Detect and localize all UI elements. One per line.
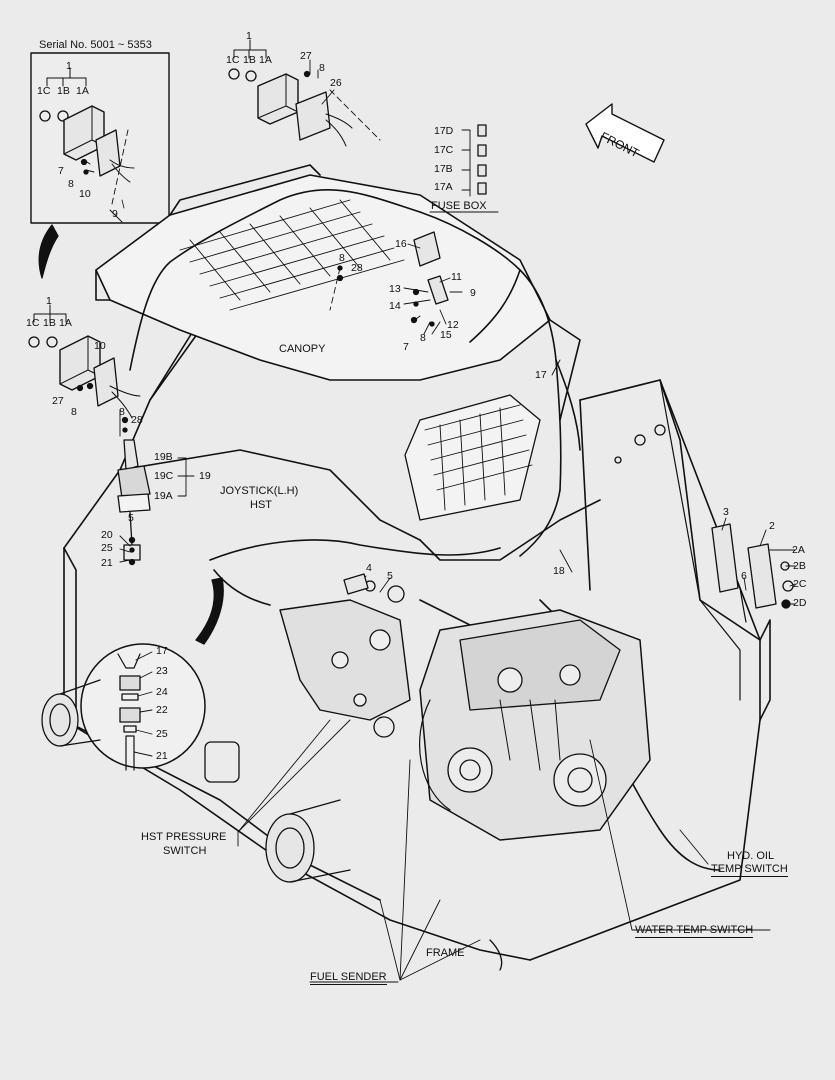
callout-top-27: 27 — [300, 50, 312, 62]
callout-inset-8: 8 — [68, 178, 74, 190]
callout-inset-1c: 1C — [37, 85, 51, 97]
callout-detail-17: 17 — [156, 645, 168, 657]
callout-inset-1a: 1A — [76, 85, 89, 97]
callout-inset-7: 7 — [58, 165, 64, 177]
fuse-box-label: FUSE BOX — [431, 200, 487, 212]
callout-8-left: 8 — [119, 406, 125, 418]
rear-lamp-assembly-top — [228, 39, 353, 147]
pipe-openings — [41, 679, 503, 971]
callout-left-1: 1 — [46, 295, 52, 307]
callout-detail-24: 24 — [156, 686, 168, 698]
canopy-label: CANOPY — [279, 343, 326, 355]
callout-8b: 8 — [420, 332, 426, 344]
side-panel — [579, 379, 741, 701]
callout-11: 11 — [451, 271, 462, 283]
side-switches — [711, 523, 794, 623]
callout-17b: 17B — [434, 163, 453, 175]
callout-2a: 2A — [792, 544, 805, 556]
callout-17a: 17A — [434, 181, 453, 193]
frame-label: FRAME — [426, 947, 465, 959]
hst-pressure-switch-label-1: HST PRESSURE — [141, 831, 227, 843]
callout-6: 6 — [741, 570, 747, 582]
callout-15: 15 — [440, 329, 452, 341]
inset-pointer-arrow — [38, 224, 59, 279]
callout-inset-9: 9 — [112, 208, 118, 220]
callout-19b: 19B — [154, 451, 173, 463]
callout-19: 19 — [199, 470, 211, 482]
callout-19c: 19C — [154, 470, 174, 482]
serial-note: Serial No. 5001 ~ 5353 — [39, 39, 152, 51]
callout-18: 18 — [553, 565, 565, 577]
fuse-box — [413, 124, 487, 305]
engine-block — [419, 609, 651, 841]
callout-5-joystick: 5 — [128, 512, 134, 524]
callout-top-1b: 1B — [243, 54, 256, 66]
callout-inset-1b: 1B — [57, 85, 70, 97]
callout-left-10: 10 — [94, 340, 106, 352]
hst-pump — [279, 599, 411, 738]
callout-left-1c: 1C — [26, 317, 40, 329]
water-temp-switch-label: WATER TEMP SWITCH — [635, 924, 754, 938]
callout-28-canopy: 28 — [351, 262, 363, 274]
hyd-oil-label-2: TEMP SWITCH — [711, 863, 788, 877]
callout-3: 3 — [723, 506, 729, 518]
callout-left-27: 27 — [52, 395, 64, 407]
callout-4: 4 — [366, 562, 372, 574]
fuel-sender-label: FUEL SENDER — [310, 971, 387, 985]
callout-7: 7 — [403, 341, 409, 353]
rear-screen-grid — [404, 394, 541, 521]
callout-13: 13 — [389, 283, 401, 295]
callout-detail-22: 22 — [156, 704, 168, 716]
callout-detail-23: 23 — [156, 665, 168, 677]
callout-inset-1: 1 — [66, 60, 72, 72]
callout-2d: 2D — [793, 597, 807, 609]
callout-top-1: 1 — [246, 30, 252, 42]
serial-inset-box — [30, 52, 170, 224]
callout-left-8: 8 — [71, 406, 77, 418]
joystick-label: JOYSTICK(L.H) — [220, 485, 299, 497]
callout-9: 9 — [470, 287, 476, 299]
callout-2b: 2B — [793, 560, 806, 572]
callout-inset-10: 10 — [79, 188, 91, 200]
hst-pressure-switch-label-2: SWITCH — [163, 845, 207, 857]
callout-14: 14 — [389, 300, 401, 312]
leader-lines — [109, 59, 796, 983]
detail-circle — [80, 577, 224, 771]
callout-5-mid: 5 — [387, 570, 393, 582]
lamp-assembly-left — [28, 304, 141, 433]
joystick — [117, 439, 151, 561]
fasteners — [86, 265, 435, 603]
callout-2: 2 — [769, 520, 775, 532]
callout-25: 25 — [101, 542, 113, 554]
callout-12: 12 — [447, 319, 459, 331]
callout-detail-21: 21 — [156, 750, 168, 762]
hst-label: HST — [250, 499, 272, 511]
callout-detail-25: 25 — [156, 728, 168, 740]
callout-8-canopy: 8 — [339, 252, 345, 264]
callout-left-1b: 1B — [43, 317, 56, 329]
hyd-oil-label-1: HYD. OIL — [727, 850, 775, 862]
callout-20: 20 — [101, 529, 113, 541]
callout-16: 16 — [395, 238, 407, 250]
callout-2c: 2C — [793, 578, 807, 590]
front-arrow-icon — [585, 103, 665, 163]
callout-28-left: 28 — [131, 414, 143, 426]
callout-top-1c: 1C — [226, 54, 240, 66]
callout-17c: 17C — [434, 144, 454, 156]
canopy-grid — [179, 199, 405, 311]
callout-17-harness: 17 — [535, 369, 547, 381]
callout-19a: 19A — [154, 490, 173, 502]
callout-left-1a: 1A — [59, 317, 72, 329]
callout-top-1a: 1A — [259, 54, 272, 66]
callout-17d: 17D — [434, 125, 454, 137]
callout-top-26: 26 — [330, 77, 342, 89]
callout-top-8: 8 — [319, 62, 325, 74]
callout-21: 21 — [101, 557, 113, 569]
